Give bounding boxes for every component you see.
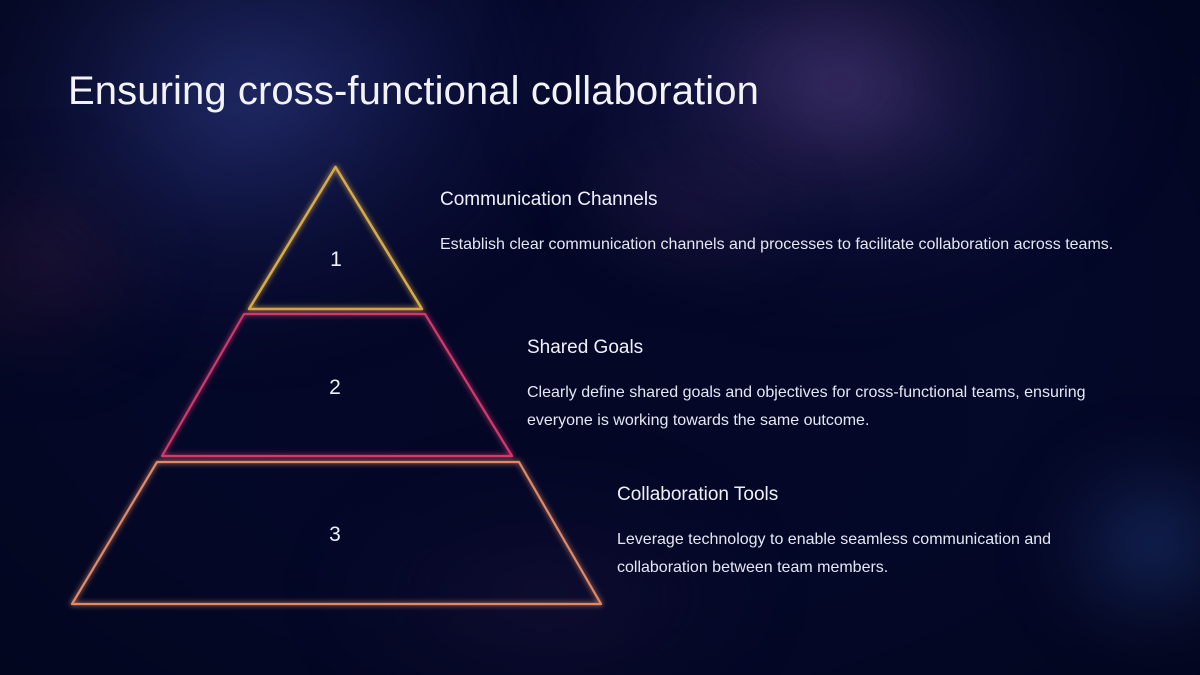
tier-1-text-block: Communication Channels Establish clear c… xyxy=(440,189,1120,259)
tier-2-text-block: Shared Goals Clearly define shared goals… xyxy=(527,337,1127,436)
tier-1-body: Establish clear communication channels a… xyxy=(440,235,1114,253)
tier-1-heading: Communication Channels xyxy=(440,189,658,210)
tier-3-heading: Collaboration Tools xyxy=(617,484,779,505)
page-title: Ensuring cross-functional collaboration xyxy=(68,69,759,113)
tier-2-heading: Shared Goals xyxy=(527,337,644,358)
tier-3-text-block: Collaboration Tools Leverage technology … xyxy=(617,484,1127,583)
tier-3-body: Leverage technology to enable seamless c… xyxy=(617,530,1052,577)
tier-2-body: Clearly define shared goals and objectiv… xyxy=(527,383,1086,430)
